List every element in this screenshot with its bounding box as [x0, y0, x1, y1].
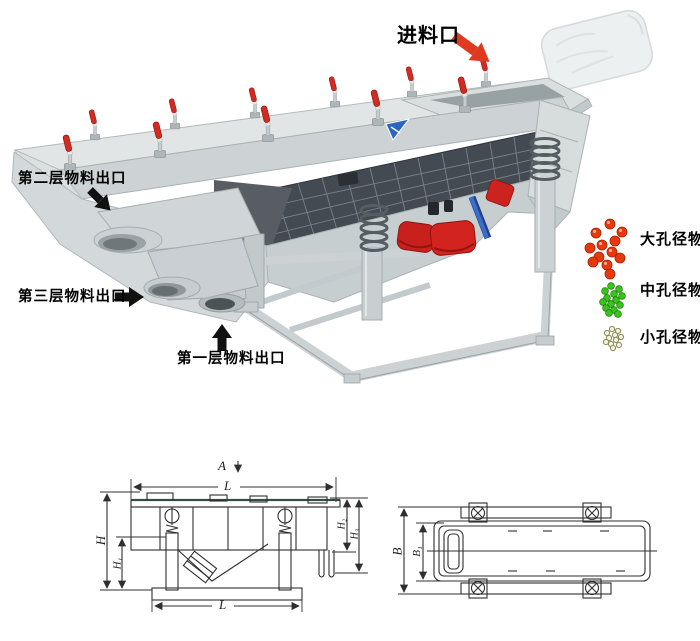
drawing-top-view [398, 502, 657, 599]
dim-label-H: H [93, 535, 109, 546]
outlet-layer2-label: 第二层物料出口 [18, 171, 127, 187]
outlet3-arrow [115, 287, 144, 307]
legend-medium-particles-label: 中孔径物料 [640, 282, 700, 299]
coil-spring-center [359, 204, 389, 252]
dim-label-L-top: L [224, 478, 232, 493]
coil-spring-right [529, 137, 561, 181]
dim-label-B: B [389, 547, 405, 556]
base-frame [233, 248, 555, 384]
outlet-layer1-label: 第一层物料出口 [177, 351, 286, 367]
dim-label-H3: H₃ [349, 528, 361, 540]
material-bag [540, 9, 654, 91]
vibration-motors [396, 179, 515, 256]
large-particles-dots [584, 218, 628, 280]
dim-label-L-base: L [219, 597, 227, 612]
brand-logo [385, 118, 411, 141]
legend-small-particles-label: 小孔径物料 [640, 329, 700, 346]
feed-inlet-arrow [451, 31, 490, 62]
dim-label-B1: B₁ [410, 546, 423, 557]
discharge-chutes [93, 187, 265, 313]
dim-label-A: A [218, 458, 226, 473]
small-particles-dots [602, 325, 625, 352]
legend-large-particles-label: 大孔径物料 [640, 231, 700, 248]
dim-label-H2: H₂ [336, 518, 348, 530]
outlet2-arrow [87, 187, 111, 211]
outlet1-arrow [212, 324, 232, 351]
outlet-layer3-label: 第三层物料出口 [18, 289, 127, 305]
support-legs [359, 137, 561, 321]
chute-layer2 [93, 187, 261, 254]
medium-particles-dots [599, 282, 626, 318]
dim-label-H1: H₁ [111, 557, 124, 570]
feed-inlet-label: 进料口 [397, 25, 460, 47]
chute-layer3 [143, 237, 259, 301]
drawing-side-view [100, 461, 368, 612]
machine-illustration [11, 55, 593, 384]
